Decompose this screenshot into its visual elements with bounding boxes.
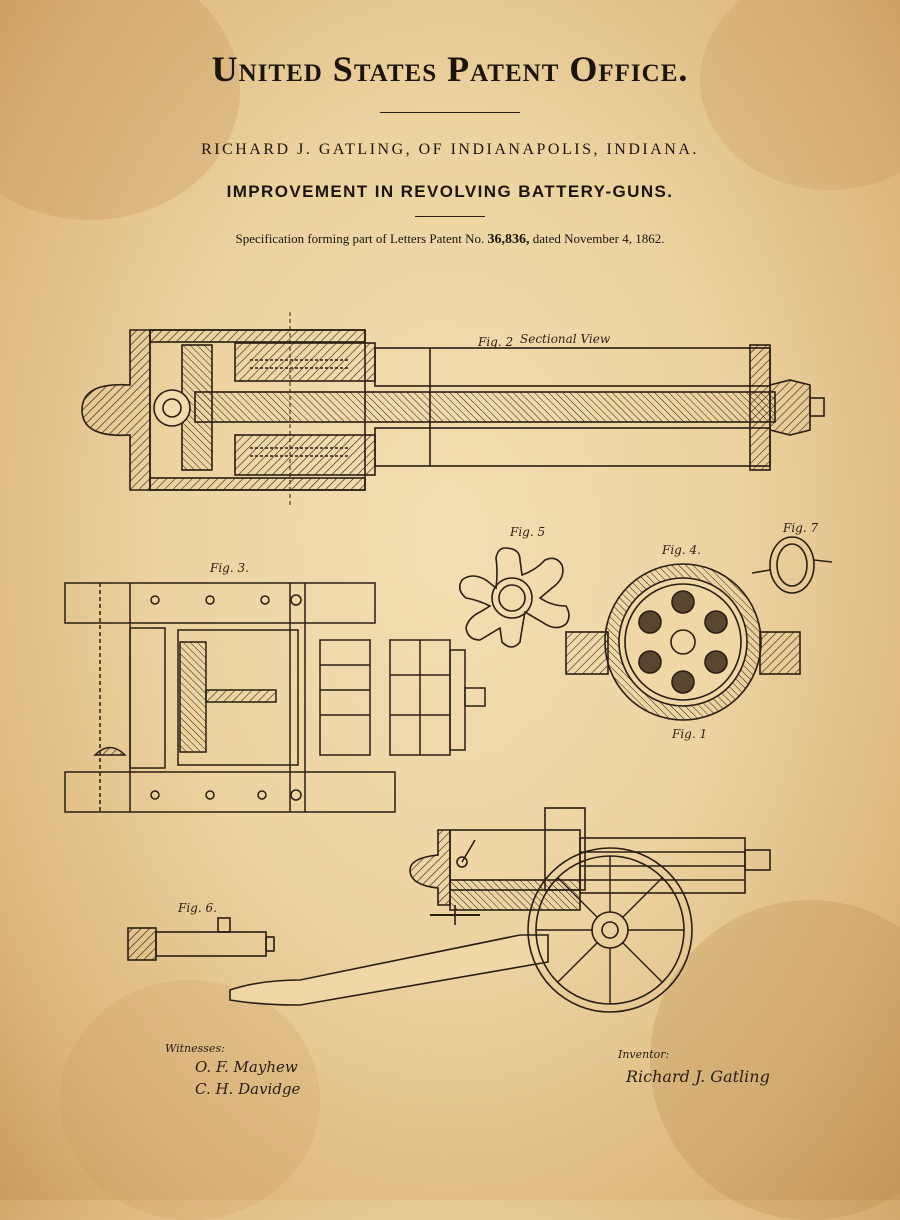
fig3-label: Fig. 3. xyxy=(209,561,249,575)
fig5-star-wheel xyxy=(458,547,570,648)
patent-number: 36,836, xyxy=(487,232,530,247)
improvement-title: IMPROVEMENT IN REVOLVING BATTERY-GUNS. xyxy=(226,182,674,201)
fig2-label: Fig. 2 xyxy=(477,335,513,349)
fig1-bottom-label: Fig. 1 xyxy=(671,727,707,741)
signature-block: Witnesses: O. F. Mayhew C. H. Davidge In… xyxy=(165,1042,770,1098)
fig7-ring xyxy=(751,536,833,594)
fig6-label: Fig. 6. xyxy=(177,901,217,915)
fig1-gun-on-carriage xyxy=(229,807,771,1013)
witness-1-signature: O. F. Mayhew xyxy=(195,1058,298,1076)
inventor-label: Inventor: xyxy=(617,1048,669,1061)
fig2-caption: Sectional View xyxy=(520,332,611,346)
title-rule xyxy=(380,112,520,113)
fig3-plan-view xyxy=(64,582,486,813)
inventor-signature: Richard J. Gatling xyxy=(625,1067,770,1086)
fig5-label: Fig. 5 xyxy=(509,525,545,539)
spec-suffix: dated November 4, 1862. xyxy=(532,231,665,246)
office-title: United States Patent Office. xyxy=(211,49,689,89)
witness-2-signature: C. H. Davidge xyxy=(195,1080,301,1098)
specification-line: Specification forming part of Letters Pa… xyxy=(0,231,900,248)
fig7-label: Fig. 7 xyxy=(782,521,818,535)
inventor-line: RICHARD J. GATLING, OF INDIANAPOLIS, IND… xyxy=(201,141,699,158)
improvement-rule xyxy=(415,216,485,217)
spec-prefix: Specification forming part of Letters Pa… xyxy=(235,231,485,246)
witnesses-label: Witnesses: xyxy=(165,1042,225,1055)
fig4-label: Fig. 4. xyxy=(661,543,701,557)
fig6-bolt xyxy=(127,917,275,961)
fig4-barrel-section xyxy=(565,563,801,721)
fig2-sectional-view xyxy=(81,312,825,505)
